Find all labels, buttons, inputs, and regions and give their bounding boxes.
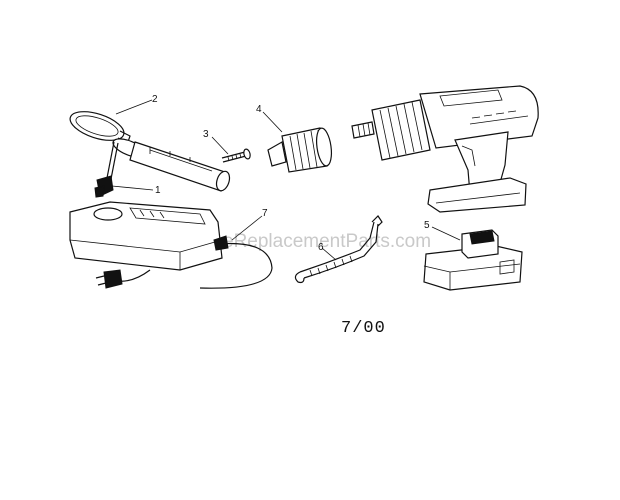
callout-4: 4 bbox=[256, 104, 262, 115]
chuck-screw bbox=[221, 148, 251, 163]
watermark-text: eReplacementParts.com bbox=[223, 231, 431, 252]
callout-2: 2 bbox=[152, 94, 158, 105]
callout-5: 5 bbox=[424, 220, 430, 231]
side-handle bbox=[69, 111, 231, 192]
wrist-strap bbox=[294, 215, 383, 284]
callout-1: 1 bbox=[155, 185, 161, 196]
battery-charger bbox=[69, 201, 273, 289]
revision-label: 7/00 bbox=[341, 319, 386, 338]
handle-bolt bbox=[94, 141, 119, 198]
callout-7: 7 bbox=[262, 208, 268, 219]
drill-body bbox=[351, 85, 539, 213]
callout-6: 6 bbox=[318, 242, 324, 253]
callout-3: 3 bbox=[203, 129, 209, 140]
leader-lines bbox=[111, 99, 461, 261]
keyless-chuck bbox=[267, 127, 333, 173]
battery-pack bbox=[423, 229, 523, 291]
